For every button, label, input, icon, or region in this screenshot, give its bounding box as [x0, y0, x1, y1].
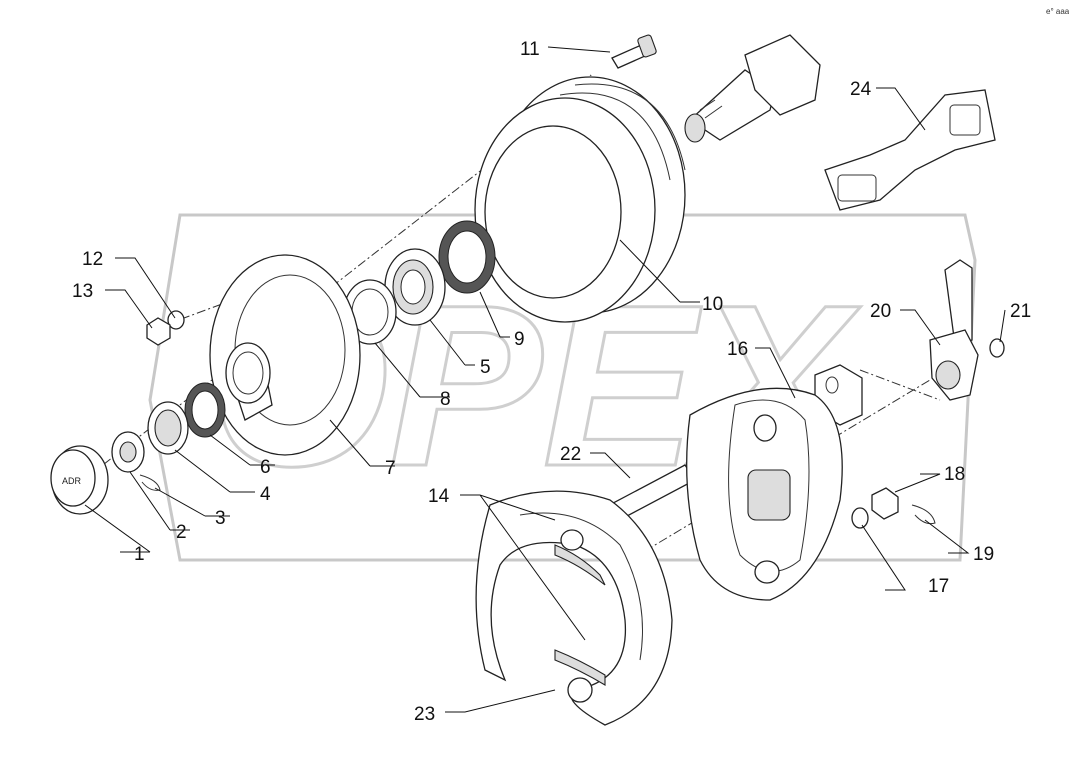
part-24-bracket	[824, 89, 996, 211]
callout-3: 3	[215, 508, 226, 529]
part-21-clip	[989, 338, 1005, 358]
part-4-bearing	[147, 401, 189, 455]
callout-22: 22	[560, 444, 581, 465]
part-19-split-pin	[911, 504, 936, 525]
part-7-hub	[209, 254, 361, 456]
part-17-washer	[851, 507, 869, 529]
part-3-split-pin	[139, 474, 161, 491]
axle-stub	[684, 34, 821, 143]
callout-5: 5	[480, 357, 491, 378]
part-2-castle-nut	[111, 431, 145, 473]
leader-lines	[84, 46, 1006, 713]
part-20-slack-adjuster	[929, 259, 979, 401]
backing-plate	[686, 387, 843, 601]
cap-text: ADR	[62, 476, 82, 486]
callout-13: 13	[72, 281, 93, 302]
callout-14: 14	[428, 486, 450, 507]
callout-6: 6	[260, 457, 271, 478]
callout-7: 7	[385, 458, 396, 479]
part-12-washer	[167, 310, 185, 330]
callouts: 1 2 3 4 5 6 7 8 9 10 11 12 13 14 16 17 1…	[72, 39, 1031, 725]
callout-2: 2	[176, 522, 187, 543]
callout-16: 16	[727, 339, 748, 360]
callout-11: 11	[520, 39, 540, 60]
callout-21: 21	[1010, 301, 1031, 322]
callout-20: 20	[870, 301, 891, 322]
callout-23: 23	[414, 704, 435, 725]
callout-19: 19	[973, 544, 994, 565]
callout-1: 1	[134, 544, 145, 565]
callout-4: 4	[260, 484, 271, 505]
callout-17: 17	[928, 576, 949, 597]
callout-12: 12	[82, 249, 103, 270]
part-18-nut	[871, 487, 899, 520]
part-11-wheel-bolt	[611, 34, 657, 69]
part-9-seal	[438, 220, 496, 294]
part-13-nut	[146, 317, 171, 346]
callout-8: 8	[440, 389, 451, 410]
callout-10: 10	[702, 294, 723, 315]
callout-18: 18	[944, 464, 965, 485]
part-6-seal	[184, 382, 226, 438]
callout-24: 24	[850, 79, 872, 100]
part-1-hub-cap: ADR	[50, 445, 109, 515]
corner-mark: e° aaa	[1046, 7, 1069, 16]
brake-shoes	[475, 490, 673, 726]
part-10-brake-drum	[474, 76, 686, 323]
callout-9: 9	[514, 329, 525, 350]
